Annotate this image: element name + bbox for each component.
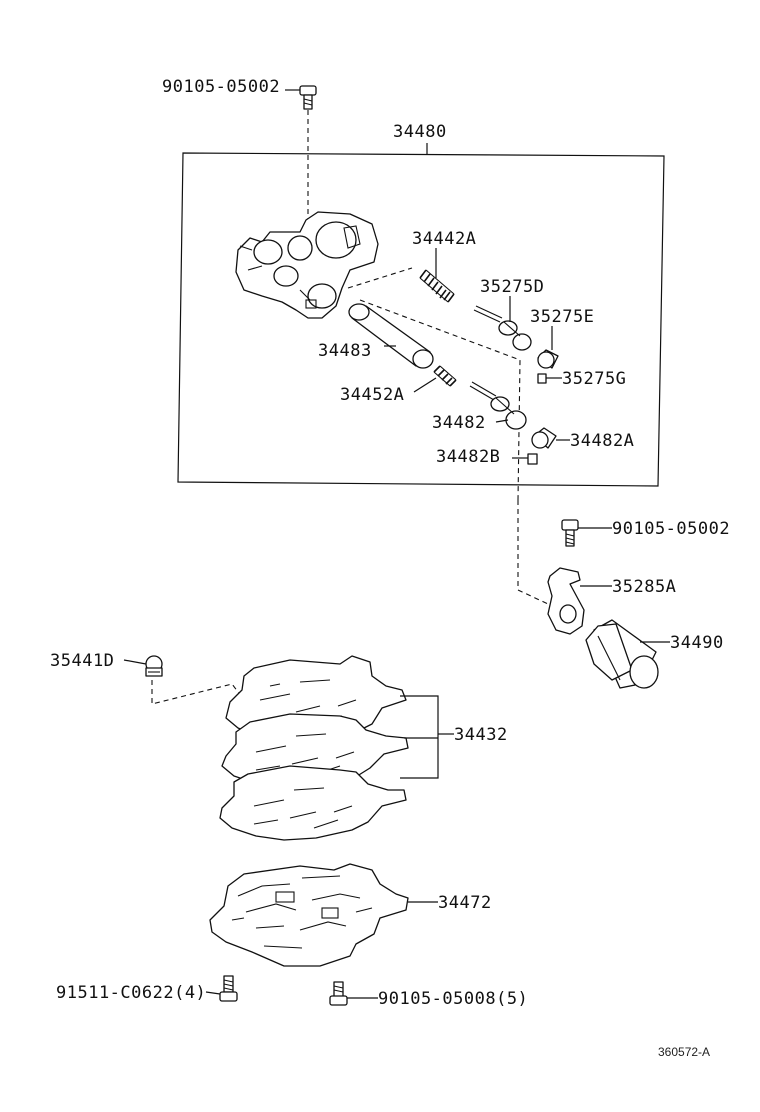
label-retainer-b: 34482B bbox=[436, 447, 500, 467]
retainer-35275g-part bbox=[537, 373, 547, 384]
label-sleeve: 34483 bbox=[318, 341, 372, 361]
label-assembly: 34480 bbox=[393, 122, 447, 142]
label-valve: 34482 bbox=[432, 413, 486, 433]
mid-bolt-part bbox=[561, 519, 579, 547]
plug-34482a-part bbox=[531, 427, 557, 449]
plate-lower-part bbox=[219, 765, 407, 841]
ball-dashed-line bbox=[151, 680, 245, 705]
ball-leader bbox=[123, 659, 147, 665]
label-bracket: 35285A bbox=[612, 577, 676, 597]
top-bolt-part bbox=[299, 85, 317, 110]
label-valve-d: 35275D bbox=[480, 277, 544, 297]
retainer-34482b-part bbox=[527, 453, 538, 465]
spring-b-leader bbox=[413, 377, 437, 393]
ball-35441d-part bbox=[145, 655, 163, 677]
valve-body-part bbox=[235, 211, 379, 319]
body-dashed-lower bbox=[359, 299, 521, 501]
bolt-right-part bbox=[329, 981, 348, 1006]
plates-leader-bracket bbox=[400, 695, 454, 779]
label-spring-a: 34442A bbox=[412, 229, 476, 249]
label-mid-bolt: 90105-05002 bbox=[612, 519, 730, 539]
lower-body-34472-part bbox=[209, 863, 409, 967]
plug-35275e-part bbox=[537, 349, 559, 369]
bolt-left-leader bbox=[205, 991, 221, 995]
solenoid-34490-part bbox=[585, 619, 659, 689]
valve-34482-part bbox=[469, 381, 527, 430]
label-solenoid: 34490 bbox=[670, 633, 724, 653]
label-retainer-g: 35275G bbox=[562, 369, 626, 389]
label-bolt-left: 91511-C0622(4) bbox=[56, 983, 206, 1003]
bracket-35285a-part bbox=[547, 567, 585, 635]
label-plates: 34432 bbox=[454, 725, 508, 745]
valve-leader bbox=[495, 419, 509, 423]
label-bolt-right: 90105-05008(5) bbox=[378, 989, 528, 1009]
assembly-box bbox=[177, 152, 665, 487]
sleeve-34483-part bbox=[348, 303, 434, 369]
label-lower-body: 34472 bbox=[438, 893, 492, 913]
bracket-dashed-line bbox=[517, 500, 549, 605]
label-top-bolt: 90105-05002 bbox=[162, 77, 280, 97]
label-plug-a: 34482A bbox=[570, 431, 634, 451]
body-dashed-upper bbox=[347, 267, 413, 289]
spring-34452a-part bbox=[433, 365, 457, 387]
label-ball: 35441D bbox=[50, 651, 114, 671]
label-spring-b: 34452A bbox=[340, 385, 404, 405]
drawing-number: 360572-A bbox=[658, 1045, 710, 1059]
spring-34442a-part bbox=[419, 269, 455, 303]
bolt-left-part bbox=[219, 975, 238, 1002]
valve-35275d-part bbox=[473, 305, 532, 351]
label-plug-e: 35275E bbox=[530, 307, 594, 327]
